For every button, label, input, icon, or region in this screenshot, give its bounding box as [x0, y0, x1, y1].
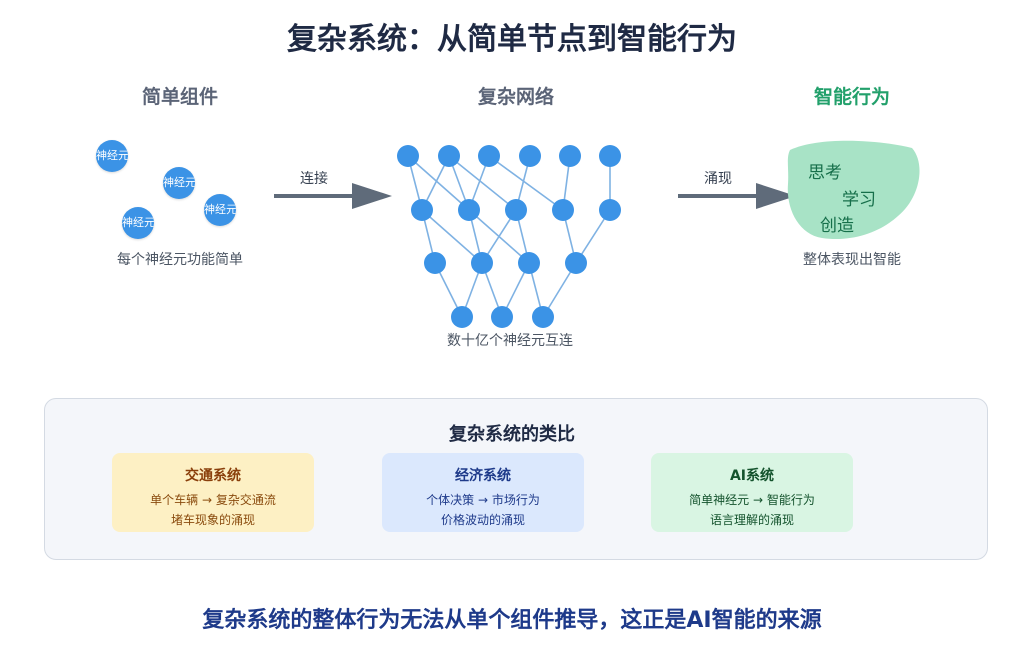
connect-arrow-icon	[274, 183, 392, 209]
network-node	[491, 306, 513, 328]
intelligent-behavior-heading: 智能行为	[813, 86, 890, 108]
intelligence-blob	[787, 140, 920, 240]
word-think: 思考	[808, 163, 842, 183]
card-line: 价格波动的涌现	[440, 513, 525, 527]
neuron-node: 神经元	[204, 194, 236, 226]
network-node	[478, 145, 500, 167]
card-line: 单个车辆 → 复杂交通流	[150, 493, 276, 507]
network-edge	[421, 209, 483, 264]
network-node	[565, 252, 587, 274]
network-edge	[448, 155, 517, 211]
word-create: 创造	[820, 216, 854, 236]
neuron-node: 神经元	[122, 207, 154, 239]
network-node	[518, 252, 540, 274]
card-text: 简单神经元 → 智能行为 语言理解的涌现	[651, 490, 853, 530]
emerge-arrow-icon	[678, 183, 796, 209]
page-title: 复杂系统：从简单节点到智能行为	[287, 22, 737, 57]
card-text: 单个车辆 → 复杂交通流 堵车现象的涌现	[112, 490, 314, 530]
network-node	[451, 306, 473, 328]
network-node	[411, 199, 433, 221]
network-node	[438, 145, 460, 167]
network-node	[397, 145, 419, 167]
economic-system-card: 经济系统 个体决策 → 市场行为 价格波动的涌现	[382, 453, 584, 532]
network-edge	[407, 155, 470, 211]
network-node	[532, 306, 554, 328]
complex-network-heading: 复杂网络	[477, 86, 554, 108]
neuron-node: 神经元	[163, 167, 195, 199]
network-node	[424, 252, 446, 274]
card-text: 个体决策 → 市场行为 价格波动的涌现	[382, 490, 584, 530]
connect-label: 连接	[300, 171, 328, 187]
network-node	[559, 145, 581, 167]
network-caption: 数十亿个神经元互连	[447, 333, 573, 349]
emerge-label: 涌现	[704, 171, 732, 187]
network-node	[552, 199, 574, 221]
network-node	[519, 145, 541, 167]
simple-components-caption: 每个神经元功能简单	[117, 252, 243, 268]
card-line: 堵车现象的涌现	[170, 513, 255, 527]
network-node	[458, 199, 480, 221]
card-line: 个体决策 → 市场行为	[426, 493, 540, 507]
network-edge	[488, 155, 564, 211]
card-line: 简单神经元 → 智能行为	[689, 493, 815, 507]
ai-system-card: AI系统 简单神经元 → 智能行为 语言理解的涌现	[651, 453, 853, 532]
network-node	[599, 199, 621, 221]
card-title: AI系统	[729, 468, 775, 484]
intelligence-caption: 整体表现出智能	[803, 252, 901, 268]
neuron-node: 神经元	[96, 140, 128, 172]
network-node	[471, 252, 493, 274]
network-node	[505, 199, 527, 221]
traffic-system-card: 交通系统 单个车辆 → 复杂交通流 堵车现象的涌现	[112, 453, 314, 532]
conclusion-text: 复杂系统的整体行为无法从单个组件推导，这正是AI智能的来源	[202, 608, 822, 633]
card-line: 语言理解的涌现	[709, 513, 794, 527]
simple-components-heading: 简单组件	[141, 86, 218, 108]
word-learn: 学习	[842, 190, 876, 210]
card-title: 交通系统	[185, 468, 241, 484]
card-title: 经济系统	[455, 468, 511, 484]
network-node	[599, 145, 621, 167]
analogy-title: 复杂系统的类比	[449, 424, 575, 445]
